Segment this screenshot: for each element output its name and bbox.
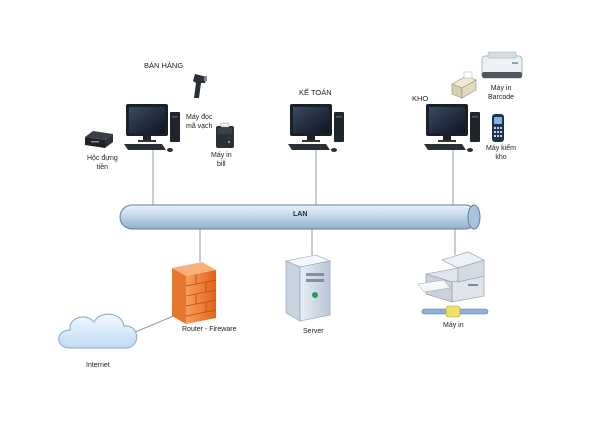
label-scanner-line1: Máy đọc [186,114,213,121]
internet-cloud-icon [58,313,138,349]
inventory-scanner-icon [492,114,504,142]
label-barcode-printer: Máy in Barcode [488,84,514,102]
label-scanner: Máy đọc mã vạch [186,113,212,131]
label-cash-drawer: Hộc đựng tiền [87,154,118,172]
computer-ke-toan [288,104,344,152]
network-printer-icon [417,251,485,303]
label-bill-printer-line1: Máy in [211,152,232,159]
label-printer-icon [451,71,477,99]
label-barcode-printer-line1: Máy in [490,85,512,92]
label-inventory-scanner-line2: kho [495,154,507,161]
label-cash-drawer-line2: tiền [96,164,109,171]
printer-connector [421,305,489,318]
label-internet: Internet [86,362,110,369]
firewall-icon [172,262,217,324]
label-inventory-scanner: Máy kiểm kho [486,144,516,162]
cash-drawer-icon [85,131,113,148]
computer-ban-hang [124,104,180,152]
label-router: Router - Fireware [182,326,237,333]
label-printer: Máy in [443,322,464,329]
lan-backbone [119,204,481,230]
label-ban-hang: BÁN HÀNG [144,61,184,70]
connector-lines [132,150,456,334]
label-lan: LAN [293,211,308,218]
label-server: Server [303,328,324,335]
computer-kho [424,104,480,152]
label-cash-drawer-line1: Hộc đựng [87,155,118,162]
label-inventory-scanner-line1: Máy kiểm [486,145,516,152]
label-kho: KHO [412,94,429,103]
label-scanner-line2: mã vạch [186,123,213,130]
label-bill-printer: Máy in bill [211,151,232,169]
label-ke-toan: KẾ TOÁN [299,88,332,97]
server-icon [284,254,332,322]
label-bill-printer-line2: bill [217,161,226,168]
barcode-scanner-icon [193,74,207,98]
barcode-printer-icon [481,51,523,79]
label-barcode-printer-line2: Barcode [488,94,515,101]
bill-printer-icon [216,122,234,148]
